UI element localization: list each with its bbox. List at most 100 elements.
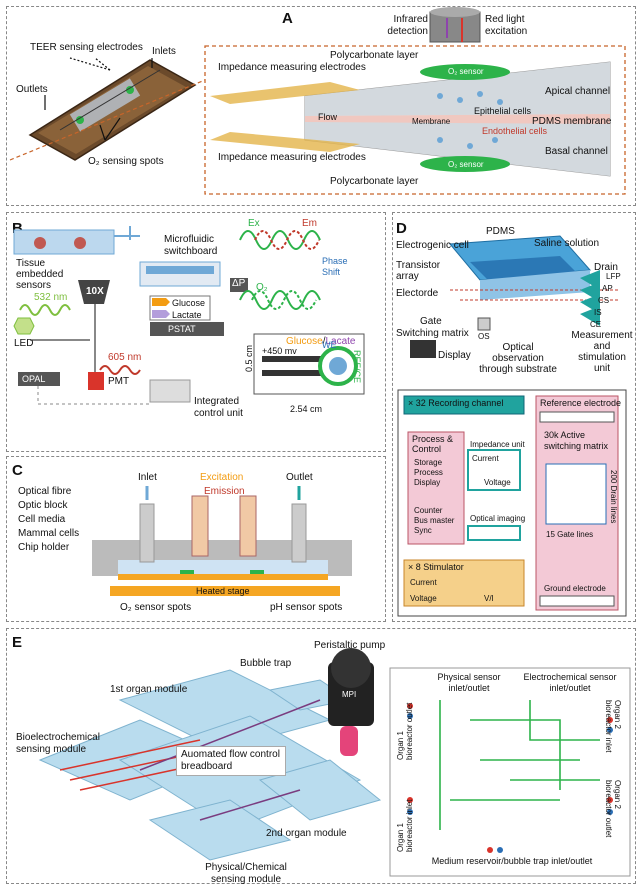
pdms-membrane-label: PDMS membrane (532, 116, 612, 127)
o2-sensor-bottom-label: O₂ sensor (448, 160, 484, 169)
polycarb-top-label: Polycarbonate layer (330, 50, 419, 61)
optic-block-label: Optic block (18, 500, 68, 511)
impedance-label: Impedance unit (470, 440, 525, 449)
stimulator-label: × 8 Stimulator (408, 562, 464, 572)
red-light-label: Red light excitation (485, 14, 528, 37)
process-label: Process (414, 468, 443, 477)
active-label: 30k Active switching matrix (544, 430, 609, 451)
organ1-outlet-label: Organ 1 bioreactor outlet (396, 702, 414, 760)
ground-label: Ground electrode (544, 584, 606, 593)
automated-label: Auomated flow control breadboard (176, 746, 286, 776)
drain-lines-label: 200 Drain lines (609, 470, 618, 524)
optical-obs-label: Optical observation through substrate (479, 342, 557, 375)
mpi-label: MPI (342, 690, 357, 699)
epithelial-label: Epithelial cells (474, 106, 532, 116)
excitation-label: Excitation (200, 472, 244, 483)
recording-label: × 32 Recording channel (408, 398, 504, 408)
o2-label: O₂ (256, 282, 268, 293)
o2-sensor-top-label: O₂ sensor (448, 67, 484, 76)
ce-label: CE (590, 320, 602, 329)
tissue-label: Tissue embedded sensors (16, 258, 64, 291)
panel-c (6, 456, 386, 622)
peristaltic-label: Peristaltic pump (314, 640, 386, 651)
c-outlet-label: Outlet (286, 472, 313, 483)
mv-label: +450 mv (262, 346, 297, 356)
ex-label: Ex (248, 218, 260, 229)
glucose-label: Glucose (172, 298, 206, 308)
c-ph-label: pH sensor spots (270, 602, 343, 613)
is-label: IS (594, 308, 602, 317)
bubble-label: Bubble trap (240, 658, 292, 669)
optical-fibre-label: Optical fibre (18, 486, 72, 497)
current2-label: Current (410, 578, 437, 587)
display2-label: Display (414, 478, 441, 487)
gl-lactate: Lacate (325, 336, 356, 347)
microfluidic-label: Microfluidic switchboard (164, 234, 218, 257)
panel-label-e: E (12, 634, 23, 651)
first-organ-label: 1st organ module (110, 684, 188, 695)
pstat-label: PSTAT (168, 324, 196, 334)
outlets-label: Outlets (16, 84, 48, 95)
voltage2-label: Voltage (410, 594, 437, 603)
physchem-label: Physical/Chemical sensing module (205, 862, 287, 885)
panel-label-a: A (282, 10, 293, 27)
panel-label-d: D (396, 220, 407, 237)
second-organ-label: 2nd organ module (266, 828, 347, 839)
imp-bottom-label: Impedance measuring electrodes (218, 152, 366, 163)
counter-label: Counter (414, 506, 443, 515)
os-label: OS (478, 332, 490, 341)
ten-x-label: 10X (86, 286, 104, 297)
transistor-label: Transistor array (396, 260, 441, 282)
bioelectro-label: Bioelectrochemical sensing module (16, 732, 100, 755)
membrane-inner-label: Membrane (412, 117, 451, 126)
c-inlet-label: Inlet (138, 472, 157, 483)
imp-top-label: Impedance measuring electrodes (218, 62, 366, 73)
teer-label: TEER sensing electrodes (30, 42, 143, 53)
em-label: Em (302, 218, 317, 229)
reference-label: Reference electrode (540, 398, 622, 408)
sync-label: Sync (414, 526, 432, 535)
panel-a (6, 6, 636, 206)
organ2-outlet-label: Organ 2 bioreactor outlet (604, 780, 622, 838)
chip-holder-label: Chip holder (18, 542, 70, 553)
heated-label: Heated stage (196, 586, 250, 596)
pmt-label: PMT (108, 376, 130, 387)
phase-shift-label: Phase Shift (322, 256, 348, 277)
organ1-inlet-label: Organ 1 bioreactor inlet (396, 799, 414, 852)
integrated-label: Integrated control unit (194, 396, 243, 419)
cm05-label: 0.5 cm (244, 344, 254, 372)
emission-label: Emission (204, 486, 245, 497)
panel-label-c: C (12, 462, 23, 479)
cs-label: CS (598, 296, 610, 305)
electrogenic-label: Electrogenic cell (396, 240, 469, 251)
process-control-label: Process & Control (412, 434, 454, 454)
electro-inlet-label: Electrochemical sensor inlet/outlet (523, 672, 617, 693)
endothelial-label: Endothelial cells (482, 126, 548, 136)
voltage-label: Voltage (484, 478, 511, 487)
electrode-label: Electorde (396, 288, 439, 299)
gate-label: Gate (420, 316, 442, 327)
panel-b (6, 212, 386, 452)
inlets-label: Inlets (152, 46, 176, 57)
measurement-label: Measurement and stimulation unit (571, 330, 633, 374)
vi-label: V/I (484, 594, 494, 603)
lactate-label: Lactate (172, 310, 202, 320)
dp-label: ΔP (232, 278, 246, 289)
polycarb-bottom-label: Polycarbonate layer (330, 176, 419, 187)
o2-spots-label: O₂ sensing spots (88, 156, 164, 167)
infrared-label: Infrared detection (387, 14, 428, 37)
switching-label: Switching matrix (396, 328, 469, 339)
optical-imaging-label: Optical imaging (470, 514, 526, 523)
phys-inlet-label: Physical sensor inlet/outlet (437, 672, 501, 693)
cm254-label: 2.54 cm (290, 404, 323, 414)
pdms-label: PDMS (486, 226, 515, 237)
c-o2-label: O₂ sensor spots (120, 602, 192, 613)
glucose-lactate-title: Glucose/Lacate (286, 336, 356, 347)
storage-label: Storage (414, 458, 443, 467)
bus-label: Bus master (414, 516, 455, 525)
medium-label: Medium reservoir/bubble trap inlet/outle… (431, 856, 593, 866)
lfp-label: LFP (606, 272, 621, 281)
gate-lines-label: 15 Gate lines (546, 530, 594, 539)
cell-media-label: Cell media (18, 514, 66, 525)
nm532-label: 532 nm (34, 292, 68, 303)
